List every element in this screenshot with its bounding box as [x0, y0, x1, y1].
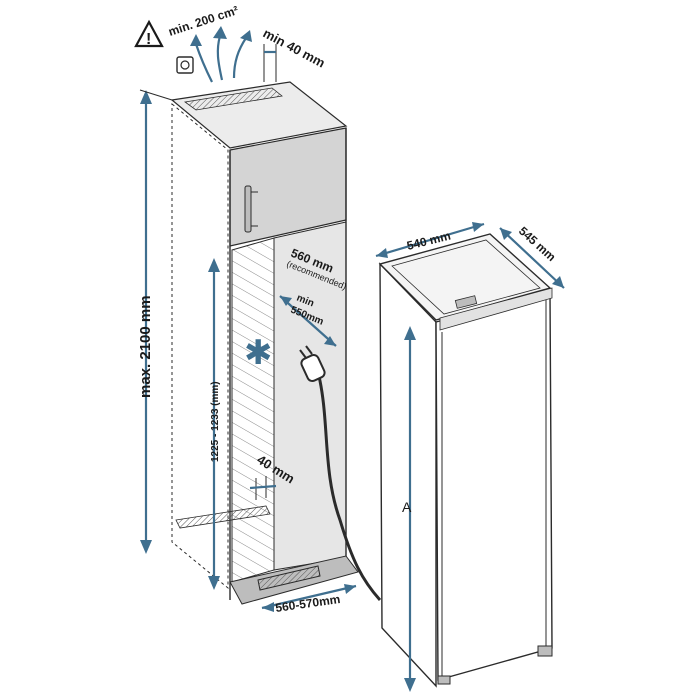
niche-inner-side	[231, 237, 275, 583]
appliance-top	[378, 233, 552, 321]
vent-area-label: min. 200 cm²	[167, 3, 240, 39]
niche-height-label: 1225 - 1233 (mm)	[210, 381, 221, 462]
height-max-dimension	[139, 89, 173, 554]
appliance-door[interactable]	[435, 291, 553, 681]
niche-depth-min-dimension	[279, 295, 337, 347]
appliance-depth-label: 545 mm	[516, 224, 559, 264]
niche-width-label: 560-570mm	[274, 592, 341, 615]
niche-height-dimension	[208, 258, 220, 590]
appliance	[378, 233, 553, 688]
appliance-foot	[437, 675, 451, 685]
appliance-foot	[537, 645, 553, 657]
power-plug-icon	[299, 345, 326, 383]
appliance-height-label: A	[402, 499, 412, 515]
niche-width-dimension	[261, 584, 357, 612]
snowflake-icon: ✱	[244, 333, 273, 373]
airflow-arrows-icon	[190, 26, 252, 83]
appliance-width-dimension	[375, 222, 485, 258]
bottom-hatch	[175, 505, 271, 529]
top-gap-dimension	[263, 44, 277, 82]
height-max-label: max. 2100 mm	[137, 295, 154, 398]
bottom-gap-dimension	[249, 476, 277, 500]
bottom-vent-grille	[257, 565, 321, 591]
appliance-height-dimension	[404, 326, 416, 692]
upper-cabinet-handle[interactable]	[244, 185, 252, 233]
appliance-side	[379, 262, 437, 688]
appliance-depth-dimension	[499, 227, 565, 289]
top-gap-label: min 40 mm	[261, 25, 328, 70]
cabinet: ✱	[170, 81, 382, 605]
warning-triangle-icon: !	[134, 19, 164, 48]
cabinet-top-vent	[183, 87, 283, 111]
power-socket-icon	[176, 56, 194, 74]
svg-text:!: !	[146, 31, 151, 48]
power-cable	[316, 371, 382, 602]
